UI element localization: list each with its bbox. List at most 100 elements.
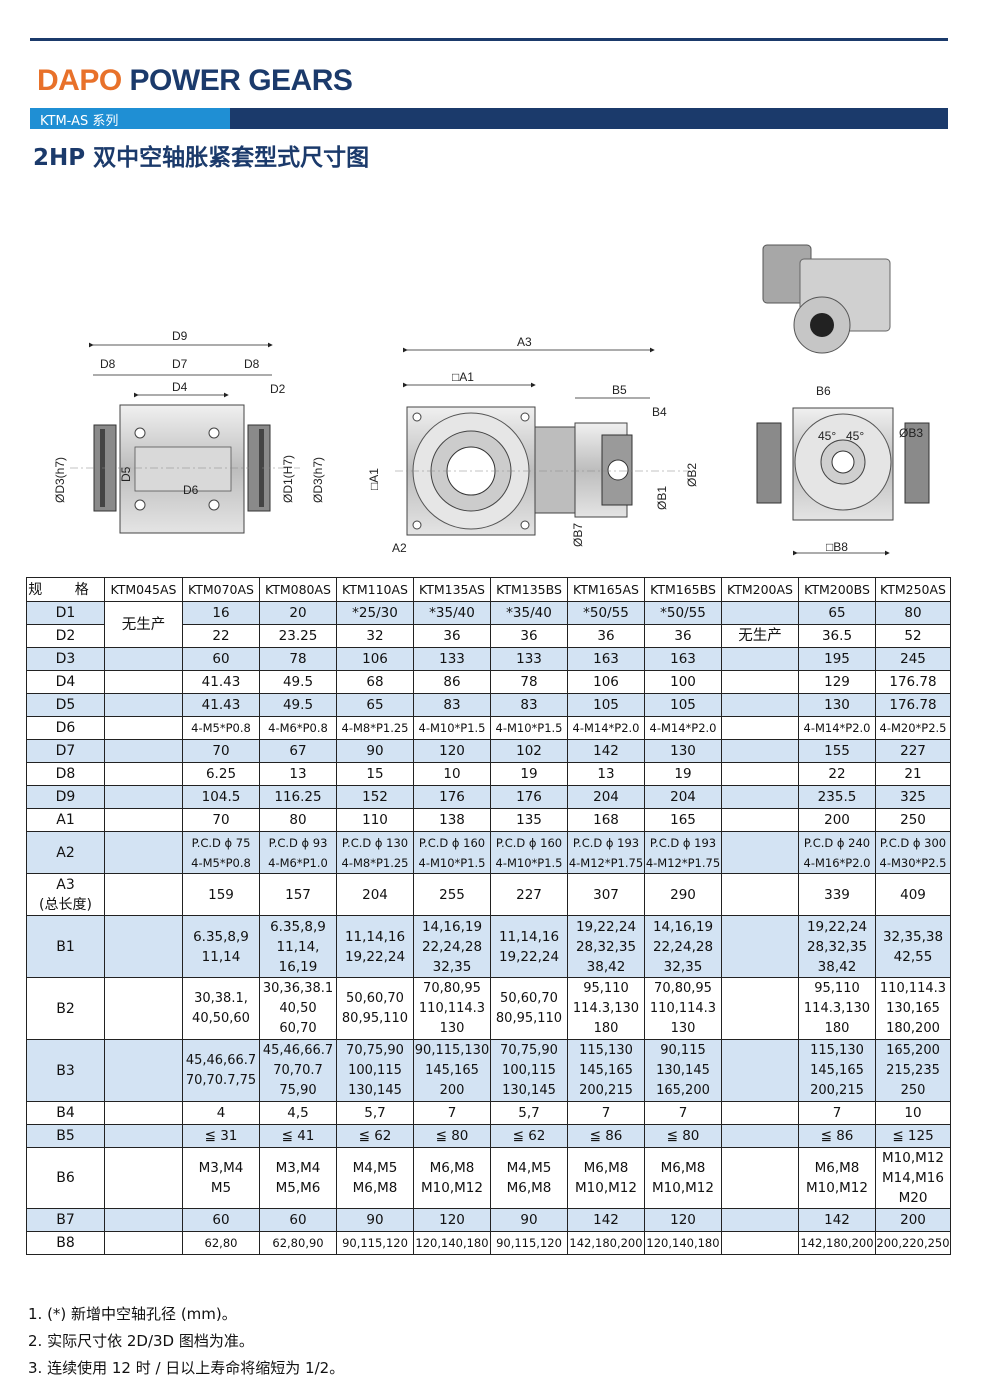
table-cell: 204 [336,873,414,916]
table-cell: 41.43 [182,693,260,717]
not-produced-ktm200as: 无生产 [721,624,799,648]
label-b8: □B8 [826,540,848,554]
label-a1-side: □A1 [367,468,381,490]
empty-cell-ktm045as [104,1039,183,1102]
table-cell: 159 [182,873,260,916]
empty-cell-ktm045as [104,1147,183,1209]
table-cell: *50/55 [567,601,645,625]
table-cell: 30,38.1,40,50,60 [182,977,260,1040]
table-cell: 78 [259,647,337,671]
empty-cell-ktm045as [104,1101,183,1125]
table-cell: 204 [644,785,722,809]
label-d5: D5 [119,466,133,482]
empty-cell-ktm200as [721,739,799,763]
header-rule [30,38,948,41]
row-label: B1 [26,915,105,978]
empty-cell-ktm200as [721,716,799,740]
table-cell: 7 [798,1101,876,1125]
table-cell: 20 [259,601,337,625]
table-cell: 15 [336,762,414,786]
table-cell: ≦ 41 [259,1124,337,1148]
table-cell: 13 [259,762,337,786]
empty-cell-ktm200as [721,808,799,832]
label-b1: ØB1 [655,486,669,510]
label-d1: ØD1(H7) [281,455,295,503]
empty-cell-ktm045as [104,739,183,763]
table-cell: 120,140,180 [644,1231,722,1255]
empty-cell-ktm200as [721,1039,799,1102]
table-cell: 4,5 [259,1101,337,1125]
table-cell: 67 [259,739,337,763]
table-cell: 157 [259,873,337,916]
row-label: D3 [26,647,105,671]
table-cell: 4-M14*P2.0 [644,716,722,740]
table-cell: 49.5 [259,693,337,717]
table-cell: 32 [336,624,414,648]
table-cell: 200 [875,1208,951,1232]
table-cell: 90,115,120 [336,1231,414,1255]
label-b7: ØB7 [571,523,585,547]
empty-cell-ktm045as [104,1124,183,1148]
row-label: D2 [26,624,105,648]
table-cell: 120 [644,1208,722,1232]
table-cell: ≦ 62 [336,1124,414,1148]
table-cell: 105 [567,693,645,717]
label-b2: ØB2 [685,463,699,487]
row-label: B8 [26,1231,105,1255]
front-view-middle: A3 □A1 B5 B4 □A1 ØB2 ØB1 ØB7 A2 [367,335,699,555]
table-cell: 142,180,200 [567,1231,645,1255]
row-label: B7 [26,1208,105,1232]
table-cell: 133 [490,647,568,671]
table-cell: 7 [413,1101,491,1125]
empty-cell-ktm045as [104,693,183,717]
table-cell: 163 [644,647,722,671]
table-cell: ≦ 125 [875,1124,951,1148]
table-cell: 142 [798,1208,876,1232]
label-b3: ØB3 [899,426,923,440]
table-cell: 130 [798,693,876,717]
table-row: B5≦ 31≦ 41≦ 62≦ 80≦ 62≦ 86≦ 80≦ 86≦ 125 [26,1124,951,1148]
side-view-left: D9 D8 D7 D8 D4 D2 ØD3(h7) D5 D6 ØD1(H7) … [53,329,325,534]
table-cell: 176 [490,785,568,809]
table-cell: 163 [567,647,645,671]
table-header-model: KTM165AS [567,577,645,602]
table-cell: 235.5 [798,785,876,809]
table-cell: 168 [567,808,645,832]
table-cell: ≦ 86 [567,1124,645,1148]
label-b4: B4 [652,405,667,419]
table-cell: 200,220,250 [875,1231,951,1255]
empty-cell-ktm045as [104,977,183,1040]
label-angle-1: 45° [818,429,836,443]
table-cell: 409 [875,873,951,916]
table-header-model: KTM200AS [721,577,799,602]
label-d3-right: ØD3(h7) [311,457,325,503]
table-cell: 4-M6*P0.8 [259,716,337,740]
series-bar: KTM-AS 系列 [30,108,948,129]
row-label: A1 [26,808,105,832]
table-cell: ≦ 86 [798,1124,876,1148]
table-cell: 19 [490,762,568,786]
table-cell: 106 [336,647,414,671]
table-cell: 5,7 [336,1101,414,1125]
table-cell: 130 [644,739,722,763]
label-d3-left: ØD3(h7) [53,457,67,503]
label-d6: D6 [183,483,199,497]
table-cell: 106 [567,670,645,694]
row-label: B2 [26,977,105,1040]
